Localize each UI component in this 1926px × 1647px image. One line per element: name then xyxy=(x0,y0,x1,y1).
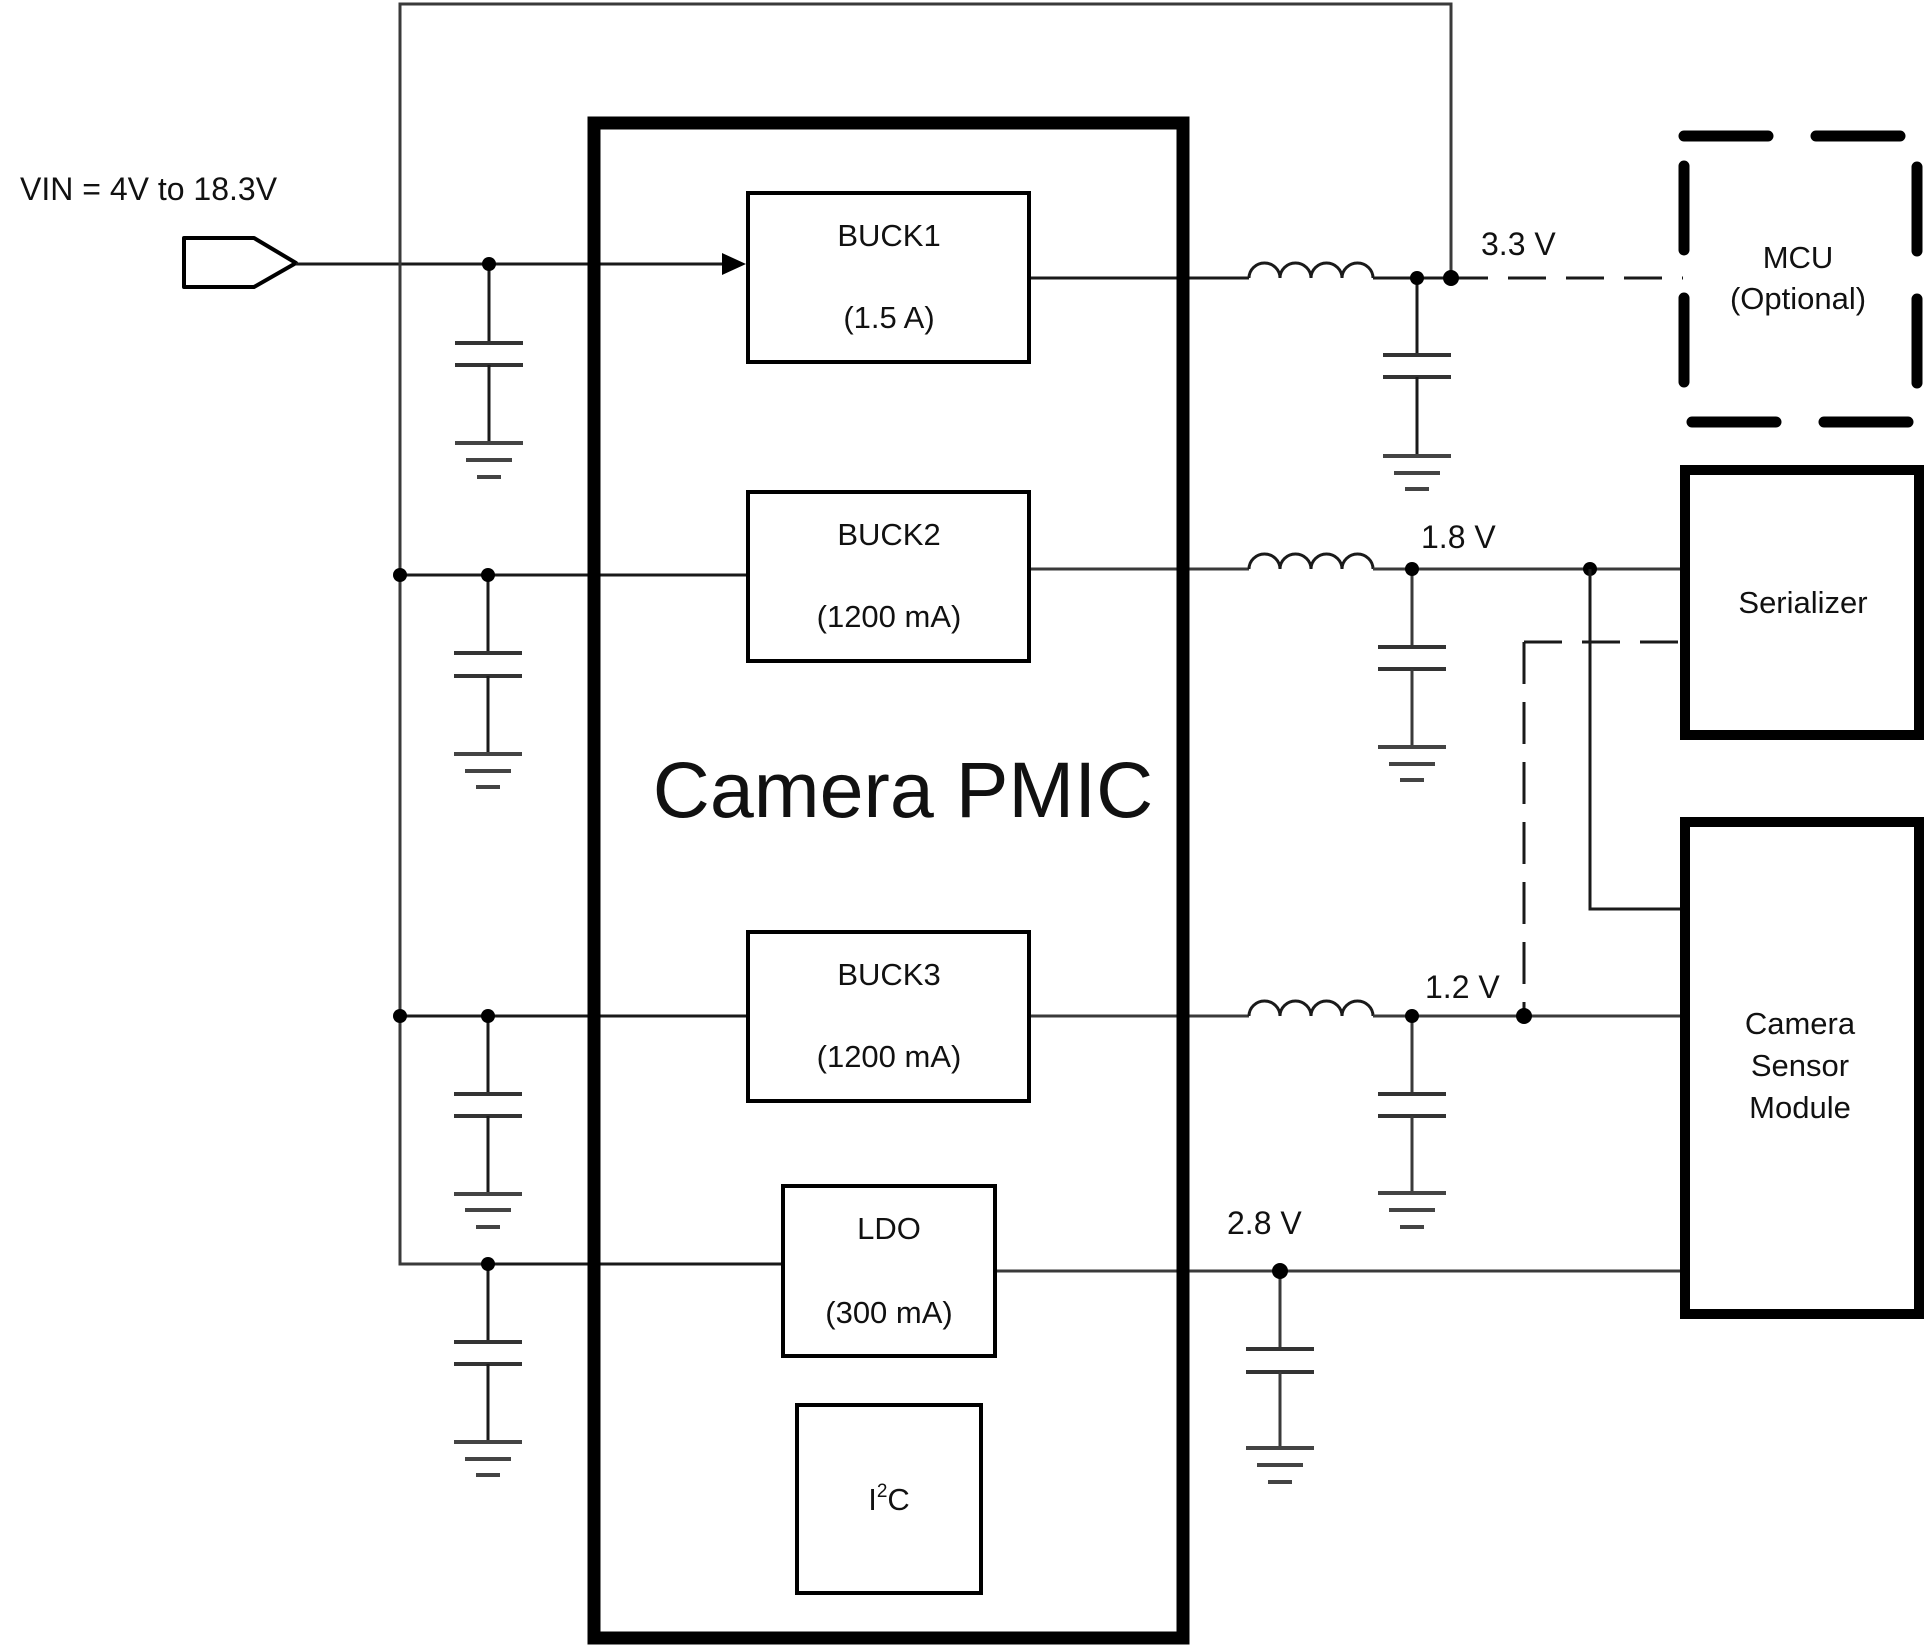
mcu-block: MCU (Optional) xyxy=(1678,130,1923,428)
buck3-name: BUCK3 xyxy=(837,957,940,992)
junction-dot xyxy=(1405,562,1419,576)
i2c-label: I2C xyxy=(868,1481,910,1517)
camera-sensor-module-block: Camera Sensor Module xyxy=(1680,817,1924,1319)
ldo-block: LDO (300 mA) xyxy=(781,1184,997,1358)
rail-1v2-label: 1.2 V xyxy=(1425,969,1500,1005)
buck1-rating: (1.5 A) xyxy=(843,300,934,335)
vin-label: VIN = 4V to 18.3V xyxy=(20,171,278,207)
input-cap-buck2 xyxy=(454,568,522,789)
serializer-label: Serializer xyxy=(1738,585,1867,620)
supply-bus-wire xyxy=(398,2,1453,1266)
output-cap-1v2 xyxy=(1378,1016,1446,1229)
input-cap-buck3 xyxy=(454,1009,522,1229)
junction-dot xyxy=(1405,1009,1419,1023)
junction-dot xyxy=(1443,270,1459,286)
inductor-3v3-icon xyxy=(1247,261,1375,279)
buck3-block: BUCK3 (1200 mA) xyxy=(746,930,1031,1103)
vin-input-port-icon xyxy=(182,236,298,289)
junction-dot xyxy=(1272,1263,1288,1279)
junction-dot xyxy=(1410,271,1424,285)
pmic-title: Camera PMIC xyxy=(653,745,1153,834)
junction-dot xyxy=(481,1257,495,1271)
junction-dot xyxy=(481,568,495,582)
i2c-block: I2C xyxy=(795,1403,983,1595)
camera-label-line1: Camera xyxy=(1745,1006,1856,1041)
junction-dot xyxy=(482,257,496,271)
ground-icon xyxy=(1378,745,1446,782)
ground-icon xyxy=(454,1440,522,1477)
ground-icon xyxy=(454,752,522,789)
inductor-1v2-icon xyxy=(1247,999,1375,1017)
buck1-name: BUCK1 xyxy=(837,218,940,253)
input-cap-vin xyxy=(455,257,523,479)
pmic-outline xyxy=(587,116,1190,1645)
camera-label-line2: Sensor xyxy=(1751,1048,1849,1083)
rail-1v8-label: 1.8 V xyxy=(1421,519,1496,555)
buck2-block: BUCK2 (1200 mA) xyxy=(746,490,1031,663)
input-arrow-icon xyxy=(722,253,746,275)
output-cap-1v8 xyxy=(1378,569,1446,782)
junction-dot xyxy=(393,568,407,582)
ldo-rating: (300 mA) xyxy=(825,1295,952,1330)
rail-2v8-label: 2.8 V xyxy=(1227,1205,1302,1241)
buck1-block: BUCK1 (1.5 A) xyxy=(746,191,1031,364)
junction-dot xyxy=(481,1009,495,1023)
serializer-block: Serializer xyxy=(1680,465,1924,740)
mcu-optional-label: (Optional) xyxy=(1730,281,1866,316)
inductor-1v8-icon xyxy=(1247,552,1375,570)
junction-dot xyxy=(393,1009,407,1023)
buck2-rating: (1200 mA) xyxy=(817,599,962,634)
ground-icon xyxy=(1383,454,1451,491)
ldo-name: LDO xyxy=(857,1211,921,1246)
mcu-label: MCU xyxy=(1763,240,1834,275)
camera-1v8-wire xyxy=(1588,569,1684,911)
ground-icon xyxy=(455,441,523,479)
ground-icon xyxy=(1246,1446,1314,1484)
camera-label-line3: Module xyxy=(1749,1090,1851,1125)
buck2-name: BUCK2 xyxy=(837,517,940,552)
output-cap-2v8 xyxy=(1246,1271,1314,1484)
rail-3v3-label: 3.3 V xyxy=(1481,226,1556,262)
output-cap-3v3 xyxy=(1383,278,1451,491)
ground-icon xyxy=(1378,1191,1446,1229)
ground-icon xyxy=(454,1192,522,1229)
buck3-rating: (1200 mA) xyxy=(817,1039,962,1074)
input-cap-ldo xyxy=(454,1257,522,1477)
junction-dot xyxy=(1516,1008,1532,1024)
